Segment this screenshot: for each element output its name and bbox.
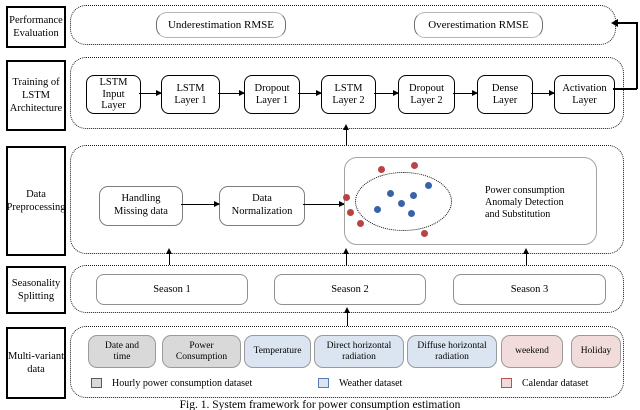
- season-2-box: Season 2: [274, 274, 426, 305]
- flow-arrow-icon: [139, 89, 162, 96]
- up-arrow-icon: [343, 307, 350, 326]
- legend-label: Calendar dataset: [522, 377, 589, 389]
- weather-dataset-swatch-icon: [318, 378, 329, 388]
- normal-point: [374, 206, 381, 213]
- preprocessing-container: Handling Missing data Data Normalization…: [70, 145, 624, 254]
- normal-point: [425, 182, 432, 189]
- anomaly-point: [378, 166, 385, 173]
- figure-caption: Fig. 1. System framework for power consu…: [179, 399, 461, 410]
- feedback-line-segment: [613, 88, 637, 90]
- legend-label: Hourly power consumption dataset: [112, 377, 253, 389]
- anomaly-point: [343, 194, 350, 201]
- normal-cluster-ellipse: [355, 172, 452, 231]
- up-arrow-icon: [165, 248, 172, 265]
- normal-point: [410, 192, 417, 199]
- dense-layer-box: Dense Layer: [477, 75, 533, 114]
- dropout-layer-1-box: Dropout Layer 1: [244, 75, 300, 114]
- dropout-layer-2-box: Dropout Layer 2: [398, 75, 455, 114]
- anomaly-detection-box: Power consumption Anomaly Detection and …: [343, 157, 597, 245]
- flow-arrow-icon: [298, 89, 322, 96]
- legend-item-calendar: Calendar dataset: [501, 377, 588, 389]
- hourly-dataset-swatch-icon: [91, 378, 102, 388]
- flow-arrow-icon: [303, 200, 345, 207]
- normal-point: [387, 190, 394, 197]
- feedback-arrow-icon: [611, 19, 637, 27]
- handling-missing-data-box: Handling Missing data: [99, 186, 183, 226]
- anomaly-point: [411, 162, 418, 169]
- anomaly-point: [347, 209, 354, 216]
- lstm-input-layer-box: LSTM Input Layer: [86, 75, 141, 114]
- lstm-layer-1-box: LSTM Layer 1: [161, 75, 220, 114]
- anomaly-point: [421, 230, 428, 237]
- normal-point: [398, 200, 405, 207]
- legend-item-hourly: Hourly power consumption dataset: [91, 377, 252, 389]
- anomaly-detection-label: Power consumption Anomaly Detection and …: [485, 185, 565, 220]
- normal-point: [408, 210, 415, 217]
- season-3-box: Season 3: [453, 274, 606, 305]
- calendar-dataset-swatch-icon: [501, 378, 512, 388]
- holiday-box: Holiday: [571, 335, 621, 368]
- power-consumption-box: Power Consumption: [162, 335, 241, 368]
- flow-arrow-icon: [531, 89, 555, 96]
- data-normalization-box: Data Normalization: [219, 186, 305, 226]
- season-1-box: Season 1: [96, 274, 248, 305]
- side-label-data-preprocessing: Data Preprocessing: [6, 146, 66, 256]
- up-arrow-icon: [342, 124, 349, 145]
- date-and-time-box: Date and time: [88, 335, 156, 368]
- flow-arrow-icon: [453, 89, 478, 96]
- flow-arrow-icon: [181, 200, 220, 207]
- weekend-box: weekend: [501, 335, 563, 368]
- flow-arrow-icon: [218, 89, 245, 96]
- direct-horizontal-radiation-box: Direct horizontal radiation: [314, 335, 404, 368]
- performance-evaluation-container: Underestimation RMSE Overestimation RMSE: [70, 5, 616, 45]
- anomaly-point: [357, 220, 364, 227]
- overestimation-rmse-box: Overestimation RMSE: [414, 12, 543, 38]
- side-label-training-lstm: Training of LSTM Architecture: [6, 60, 66, 131]
- flow-arrow-icon: [374, 89, 399, 96]
- temperature-box: Temperature: [244, 335, 311, 368]
- side-label-multivariant-data: Multi-variant data: [6, 327, 66, 399]
- legend-label: Weather dataset: [339, 377, 403, 389]
- diffuse-horizontal-radiation-box: Diffuse horizontal radiation: [407, 335, 497, 368]
- up-arrow-icon: [522, 248, 529, 265]
- multivariant-container: Date and time Power Consumption Temperat…: [70, 326, 624, 398]
- side-label-seasonality-splitting: Seasonality Splitting: [6, 266, 66, 314]
- lstm-layer-2-box: LSTM Layer 2: [321, 75, 376, 114]
- activation-layer-box: Activation Layer: [554, 75, 615, 114]
- feedback-line-segment: [636, 22, 638, 89]
- legend-item-weather: Weather dataset: [318, 377, 402, 389]
- up-arrow-icon: [342, 248, 349, 265]
- seasonality-container: Season 1 Season 2 Season 3: [70, 265, 624, 313]
- training-container: LSTM Input Layer LSTM Layer 1 Dropout La…: [70, 57, 624, 129]
- underestimation-rmse-box: Underestimation RMSE: [156, 12, 286, 38]
- side-label-performance-evaluation: Performance Evaluation: [6, 6, 66, 48]
